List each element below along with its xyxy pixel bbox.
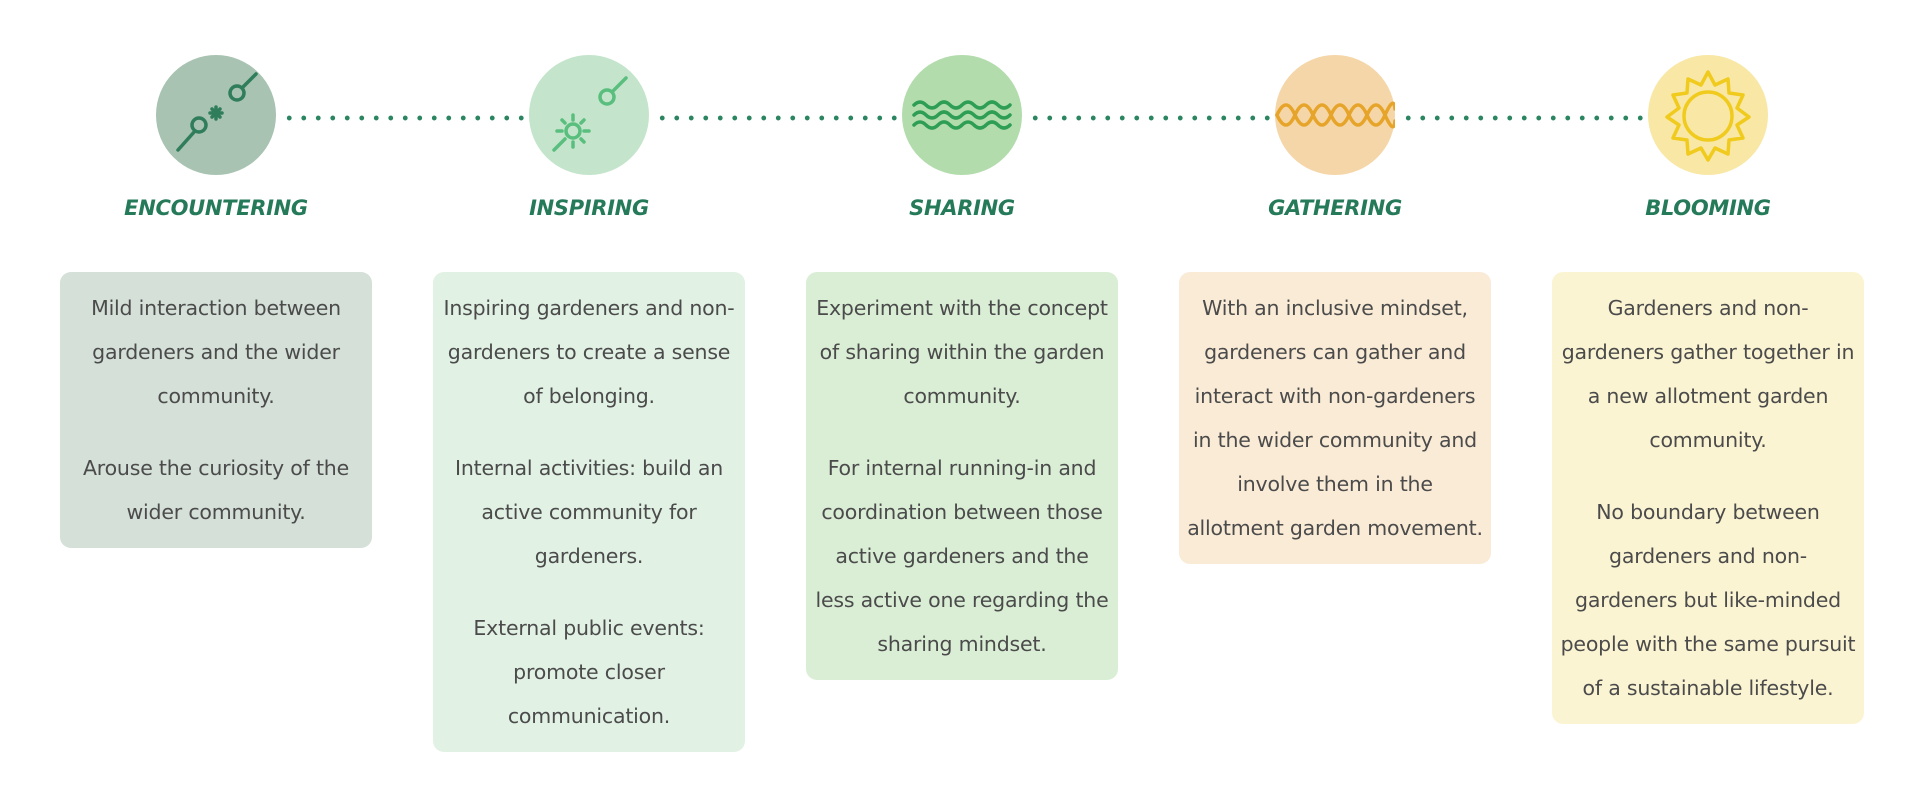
stage-card: Experiment with the concept of sharing w… [806, 272, 1118, 680]
connector-dots-1 [282, 115, 528, 121]
connector-dots-4 [1401, 115, 1647, 121]
stage-description: Arouse the curiosity of the wider commun… [82, 456, 349, 524]
stage-icon-circle [902, 55, 1022, 175]
stage-icon-circle [529, 55, 649, 175]
stage-card: Inspiring gardeners and non-gardeners to… [433, 272, 745, 752]
stage-description: Mild interaction between gardeners and t… [91, 296, 341, 408]
stage-title: BLOOMING [1645, 196, 1771, 220]
stage-description: No boundary between gardeners and non-ga… [1560, 500, 1856, 700]
stage-icon-circle [1648, 55, 1768, 175]
stage-card: Gardeners and non-gardeners gather toget… [1552, 272, 1864, 724]
stage-icon-circle [1275, 55, 1395, 175]
connector-dots-2 [655, 115, 901, 121]
stage-description: Inspiring gardeners and non-gardeners to… [443, 296, 735, 408]
flower-bloom-icon [1665, 70, 1751, 162]
stage-card: Mild interaction between gardeners and t… [60, 272, 372, 548]
waves-icon [912, 100, 1012, 130]
stage-description: For internal running-in and coordination… [815, 456, 1109, 656]
stage-icon-circle [156, 55, 276, 175]
stage-description: With an inclusive mindset, gardeners can… [1187, 296, 1483, 540]
dandelion-seeds-icon [176, 72, 258, 152]
stage-title: INSPIRING [529, 196, 649, 220]
stage-description: Experiment with the concept of sharing w… [816, 296, 1108, 408]
stage-description: Internal activities: build an active com… [454, 456, 724, 568]
braid-icon [1275, 101, 1395, 129]
stage-description: Gardeners and non-gardeners gather toget… [1561, 296, 1855, 452]
stage-card: With an inclusive mindset, gardeners can… [1179, 272, 1491, 564]
stage-title: GATHERING [1268, 196, 1402, 220]
sprout-spark-icon [552, 76, 628, 152]
connector-dots-3 [1028, 115, 1274, 121]
stage-title: SHARING [909, 196, 1015, 220]
stage-description: External public events: promote closer c… [473, 616, 705, 728]
stage-title: ENCOUNTERING [124, 196, 308, 220]
